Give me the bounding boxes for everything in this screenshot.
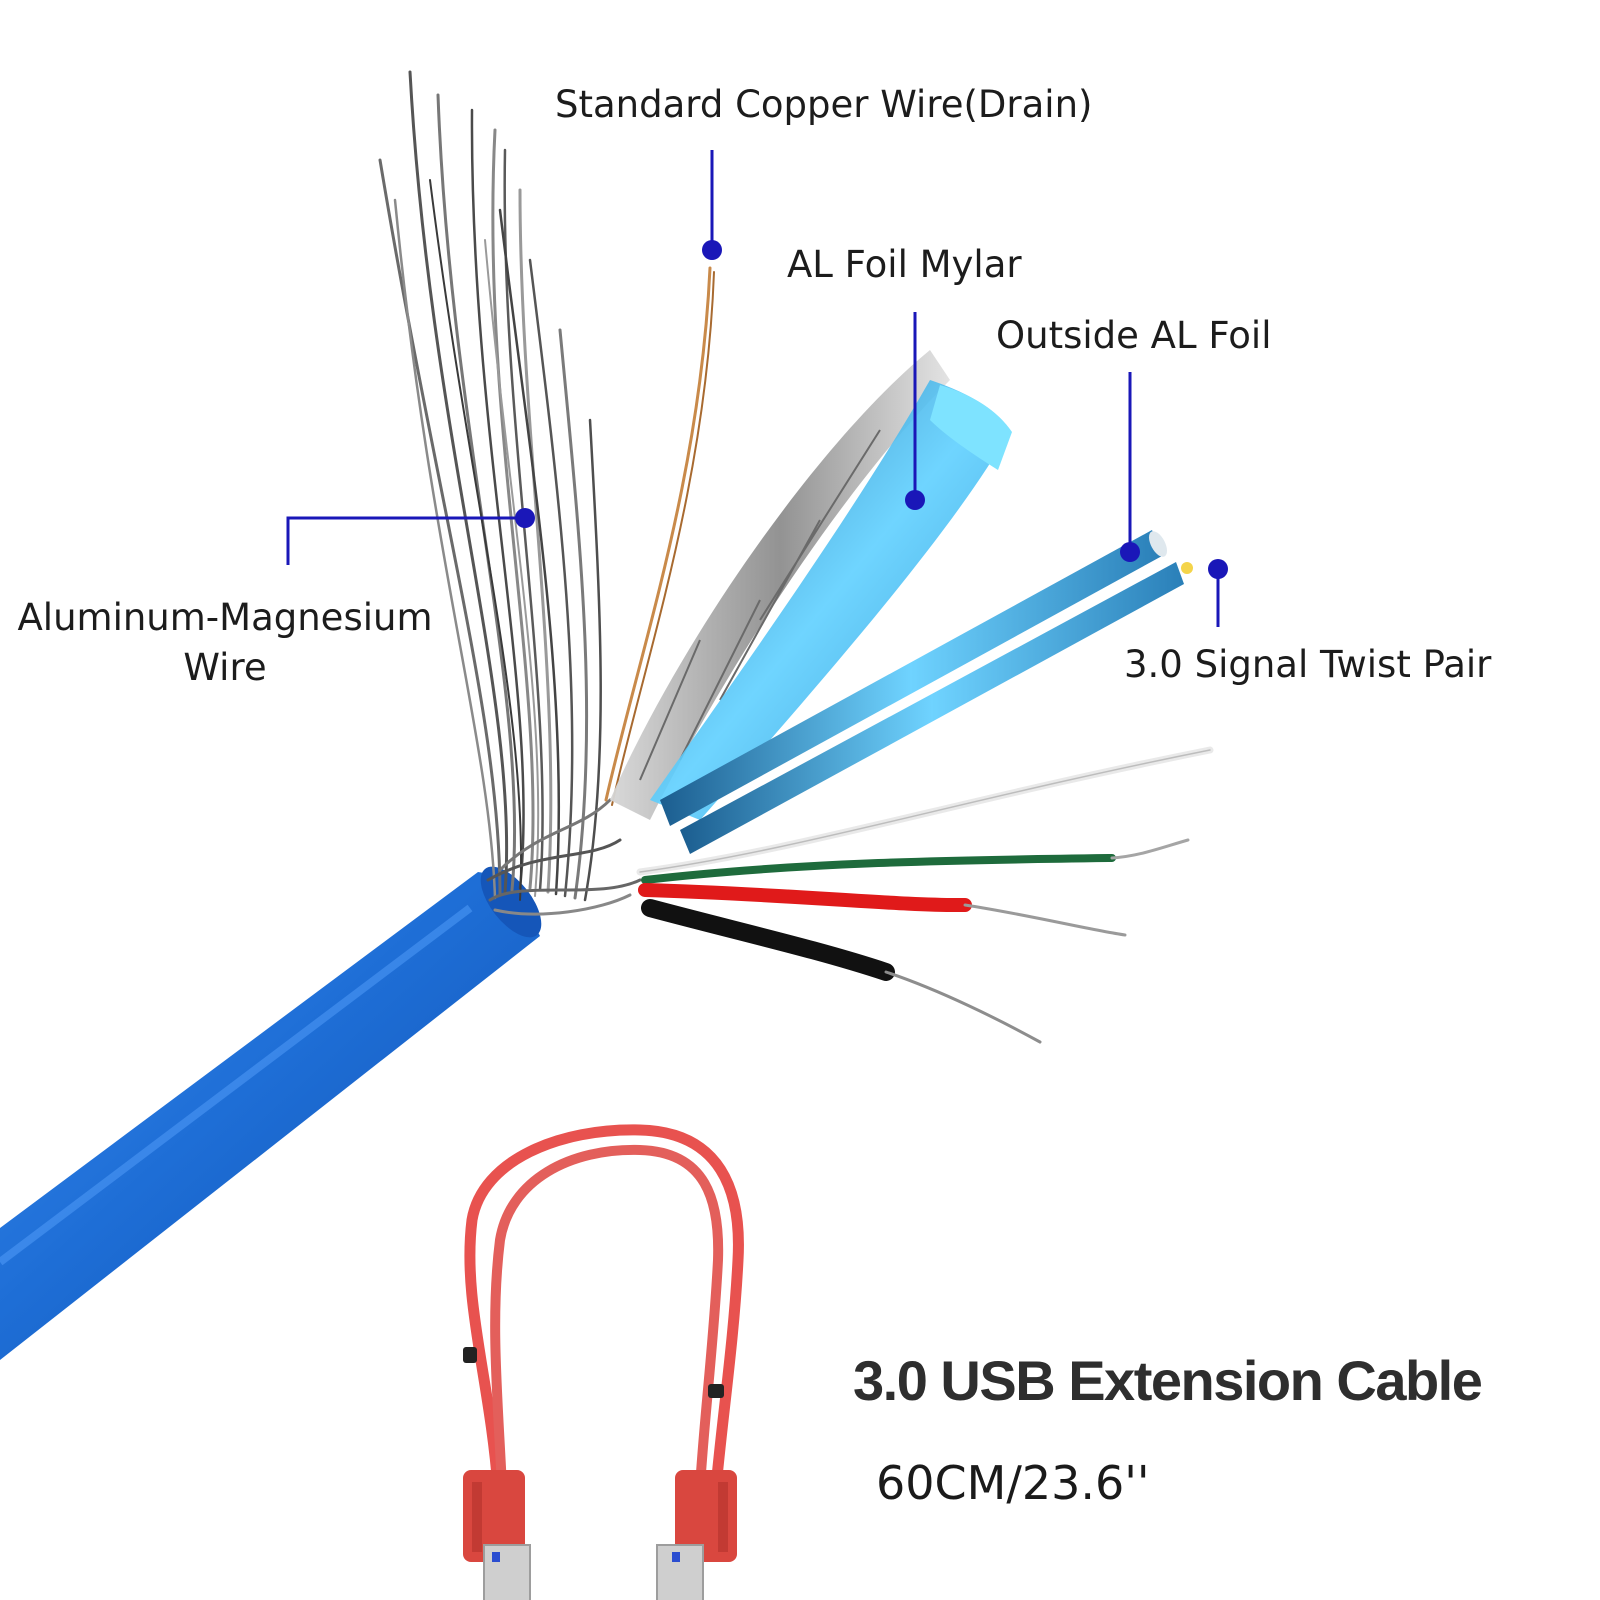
drain-callout (702, 150, 722, 260)
braid-label-line1: Aluminum-Magnesium (17, 596, 433, 639)
twist-pair-callout (1208, 559, 1228, 627)
black-wire (641, 899, 895, 981)
drain-label: Standard Copper Wire(Drain) (555, 83, 1093, 126)
green-wire (641, 854, 1116, 884)
usb-extension-cable-photo (463, 1124, 744, 1600)
twist-pair (660, 530, 1193, 854)
usb-plug-left (463, 1470, 531, 1600)
mylar-callout (905, 312, 925, 510)
usb-plug-right (656, 1470, 737, 1600)
cable-cross-section (0, 70, 1214, 1360)
mylar-label: AL Foil Mylar (787, 243, 1022, 286)
drain-wire (604, 266, 715, 806)
outside-foil-callout (1120, 372, 1140, 562)
braid-label: Aluminum-Magnesium Wire (16, 593, 434, 693)
cable-tie (463, 1347, 477, 1363)
braid-label-line2: Wire (183, 646, 267, 689)
product-title: 3.0 USB Extension Cable (853, 1349, 1483, 1412)
outside-foil-label: Outside AL Foil (996, 314, 1272, 357)
foil-mylar (650, 380, 1012, 820)
silver-foil (610, 350, 950, 820)
braid-callout (286, 508, 535, 565)
red-wire (638, 883, 972, 913)
cable-tie (708, 1384, 724, 1398)
callouts (286, 150, 1228, 627)
product-length: 60CM/23.6'' (876, 1456, 1150, 1510)
conductors (636, 746, 1214, 1044)
braid-strands (378, 70, 642, 916)
outer-jacket (0, 866, 542, 1360)
twist-pair-label: 3.0 Signal Twist Pair (1124, 643, 1492, 686)
